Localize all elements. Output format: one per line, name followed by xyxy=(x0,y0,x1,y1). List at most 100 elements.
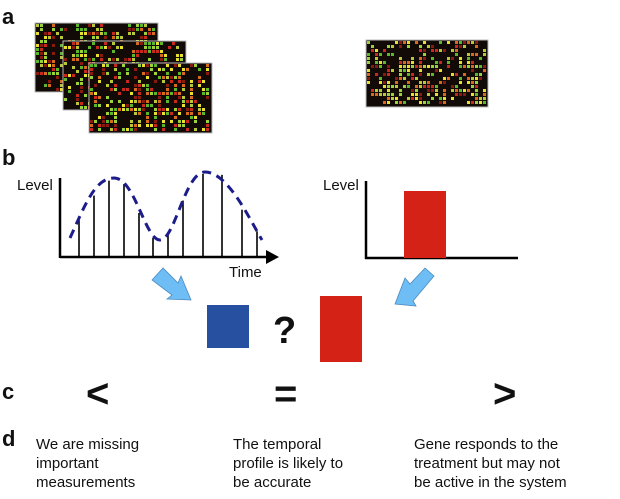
array-spot xyxy=(399,73,402,76)
array-spot xyxy=(451,97,454,100)
array-spot xyxy=(379,81,382,84)
arrow-down-left-icon xyxy=(394,267,435,307)
blue-square-inferred-level xyxy=(207,305,249,348)
array-spot xyxy=(427,81,430,84)
array-spot xyxy=(130,120,133,123)
array-spot xyxy=(403,69,406,72)
array-spot xyxy=(90,88,93,91)
array-spot xyxy=(182,104,185,107)
array-spot xyxy=(146,112,149,115)
array-spot xyxy=(56,32,59,35)
array-spot xyxy=(148,46,151,49)
array-spot xyxy=(98,116,101,119)
array-spot xyxy=(136,50,139,53)
array-spot xyxy=(108,46,111,49)
array-spot xyxy=(162,76,165,79)
array-spot xyxy=(150,64,153,67)
array-spot xyxy=(92,24,95,27)
array-spot xyxy=(118,100,121,103)
question-mark: ? xyxy=(273,310,297,352)
array-spot xyxy=(383,49,386,52)
array-spot xyxy=(118,76,121,79)
array-spot xyxy=(120,46,123,49)
array-spot xyxy=(399,45,402,48)
array-spot xyxy=(60,28,63,31)
array-spot xyxy=(399,57,402,60)
array-spot xyxy=(106,124,109,127)
array-spot xyxy=(419,93,422,96)
array-spot xyxy=(471,101,474,104)
array-spot xyxy=(419,49,422,52)
array-spot xyxy=(52,72,55,75)
array-spot xyxy=(387,93,390,96)
array-spot xyxy=(174,92,177,95)
array-spot xyxy=(158,104,161,107)
array-spot xyxy=(166,76,169,79)
array-spot xyxy=(44,64,47,67)
array-spot xyxy=(467,57,470,60)
array-spot xyxy=(44,36,47,39)
array-spot xyxy=(190,80,193,83)
array-spot xyxy=(56,88,59,91)
array-spot xyxy=(106,96,109,99)
array-spot xyxy=(443,97,446,100)
array-spot xyxy=(198,108,201,111)
array-spot xyxy=(102,64,105,67)
array-spot xyxy=(60,64,63,67)
array-spot xyxy=(471,81,474,84)
array-spot xyxy=(100,28,103,31)
array-spot xyxy=(126,68,129,71)
array-spot xyxy=(138,88,141,91)
array-spot xyxy=(198,76,201,79)
array-spot xyxy=(48,64,51,67)
array-spot xyxy=(146,92,149,95)
array-spot xyxy=(72,54,75,57)
array-spot xyxy=(156,50,159,53)
array-spot xyxy=(202,108,205,111)
array-spot xyxy=(114,124,117,127)
array-spot xyxy=(475,45,478,48)
array-spot xyxy=(367,73,370,76)
array-spot xyxy=(80,86,83,89)
array-spot xyxy=(154,64,157,67)
array-spot xyxy=(146,72,149,75)
array-spot xyxy=(387,97,390,100)
array-spot xyxy=(154,72,157,75)
array-spot xyxy=(407,45,410,48)
array-spot xyxy=(112,50,115,53)
array-spot xyxy=(170,112,173,115)
array-spot xyxy=(443,93,446,96)
array-spot xyxy=(94,100,97,103)
x-axis-arrowhead xyxy=(266,250,279,264)
array-spot xyxy=(138,112,141,115)
array-spot xyxy=(407,69,410,72)
array-spot xyxy=(152,42,155,45)
array-spot xyxy=(383,61,386,64)
array-spot xyxy=(483,69,486,72)
array-spot xyxy=(439,69,442,72)
array-spot xyxy=(415,89,418,92)
equal-symbol: = xyxy=(274,372,298,416)
array-spot xyxy=(140,36,143,39)
array-spot xyxy=(423,53,426,56)
array-spot xyxy=(427,89,430,92)
array-spot xyxy=(158,68,161,71)
array-spot xyxy=(158,100,161,103)
array-spot xyxy=(138,64,141,67)
microarray-single xyxy=(365,39,489,108)
array-spot xyxy=(387,65,390,68)
array-spot xyxy=(134,84,137,87)
array-spot xyxy=(407,73,410,76)
array-spot xyxy=(447,57,450,60)
array-spot xyxy=(122,104,125,107)
array-spot xyxy=(132,32,135,35)
array-spot xyxy=(162,120,165,123)
array-spot xyxy=(126,72,129,75)
array-spot xyxy=(40,52,43,55)
array-spot xyxy=(367,41,370,44)
array-spot xyxy=(166,84,169,87)
array-spot xyxy=(146,100,149,103)
array-spot xyxy=(375,57,378,60)
array-spot xyxy=(88,46,91,49)
array-spot xyxy=(451,49,454,52)
